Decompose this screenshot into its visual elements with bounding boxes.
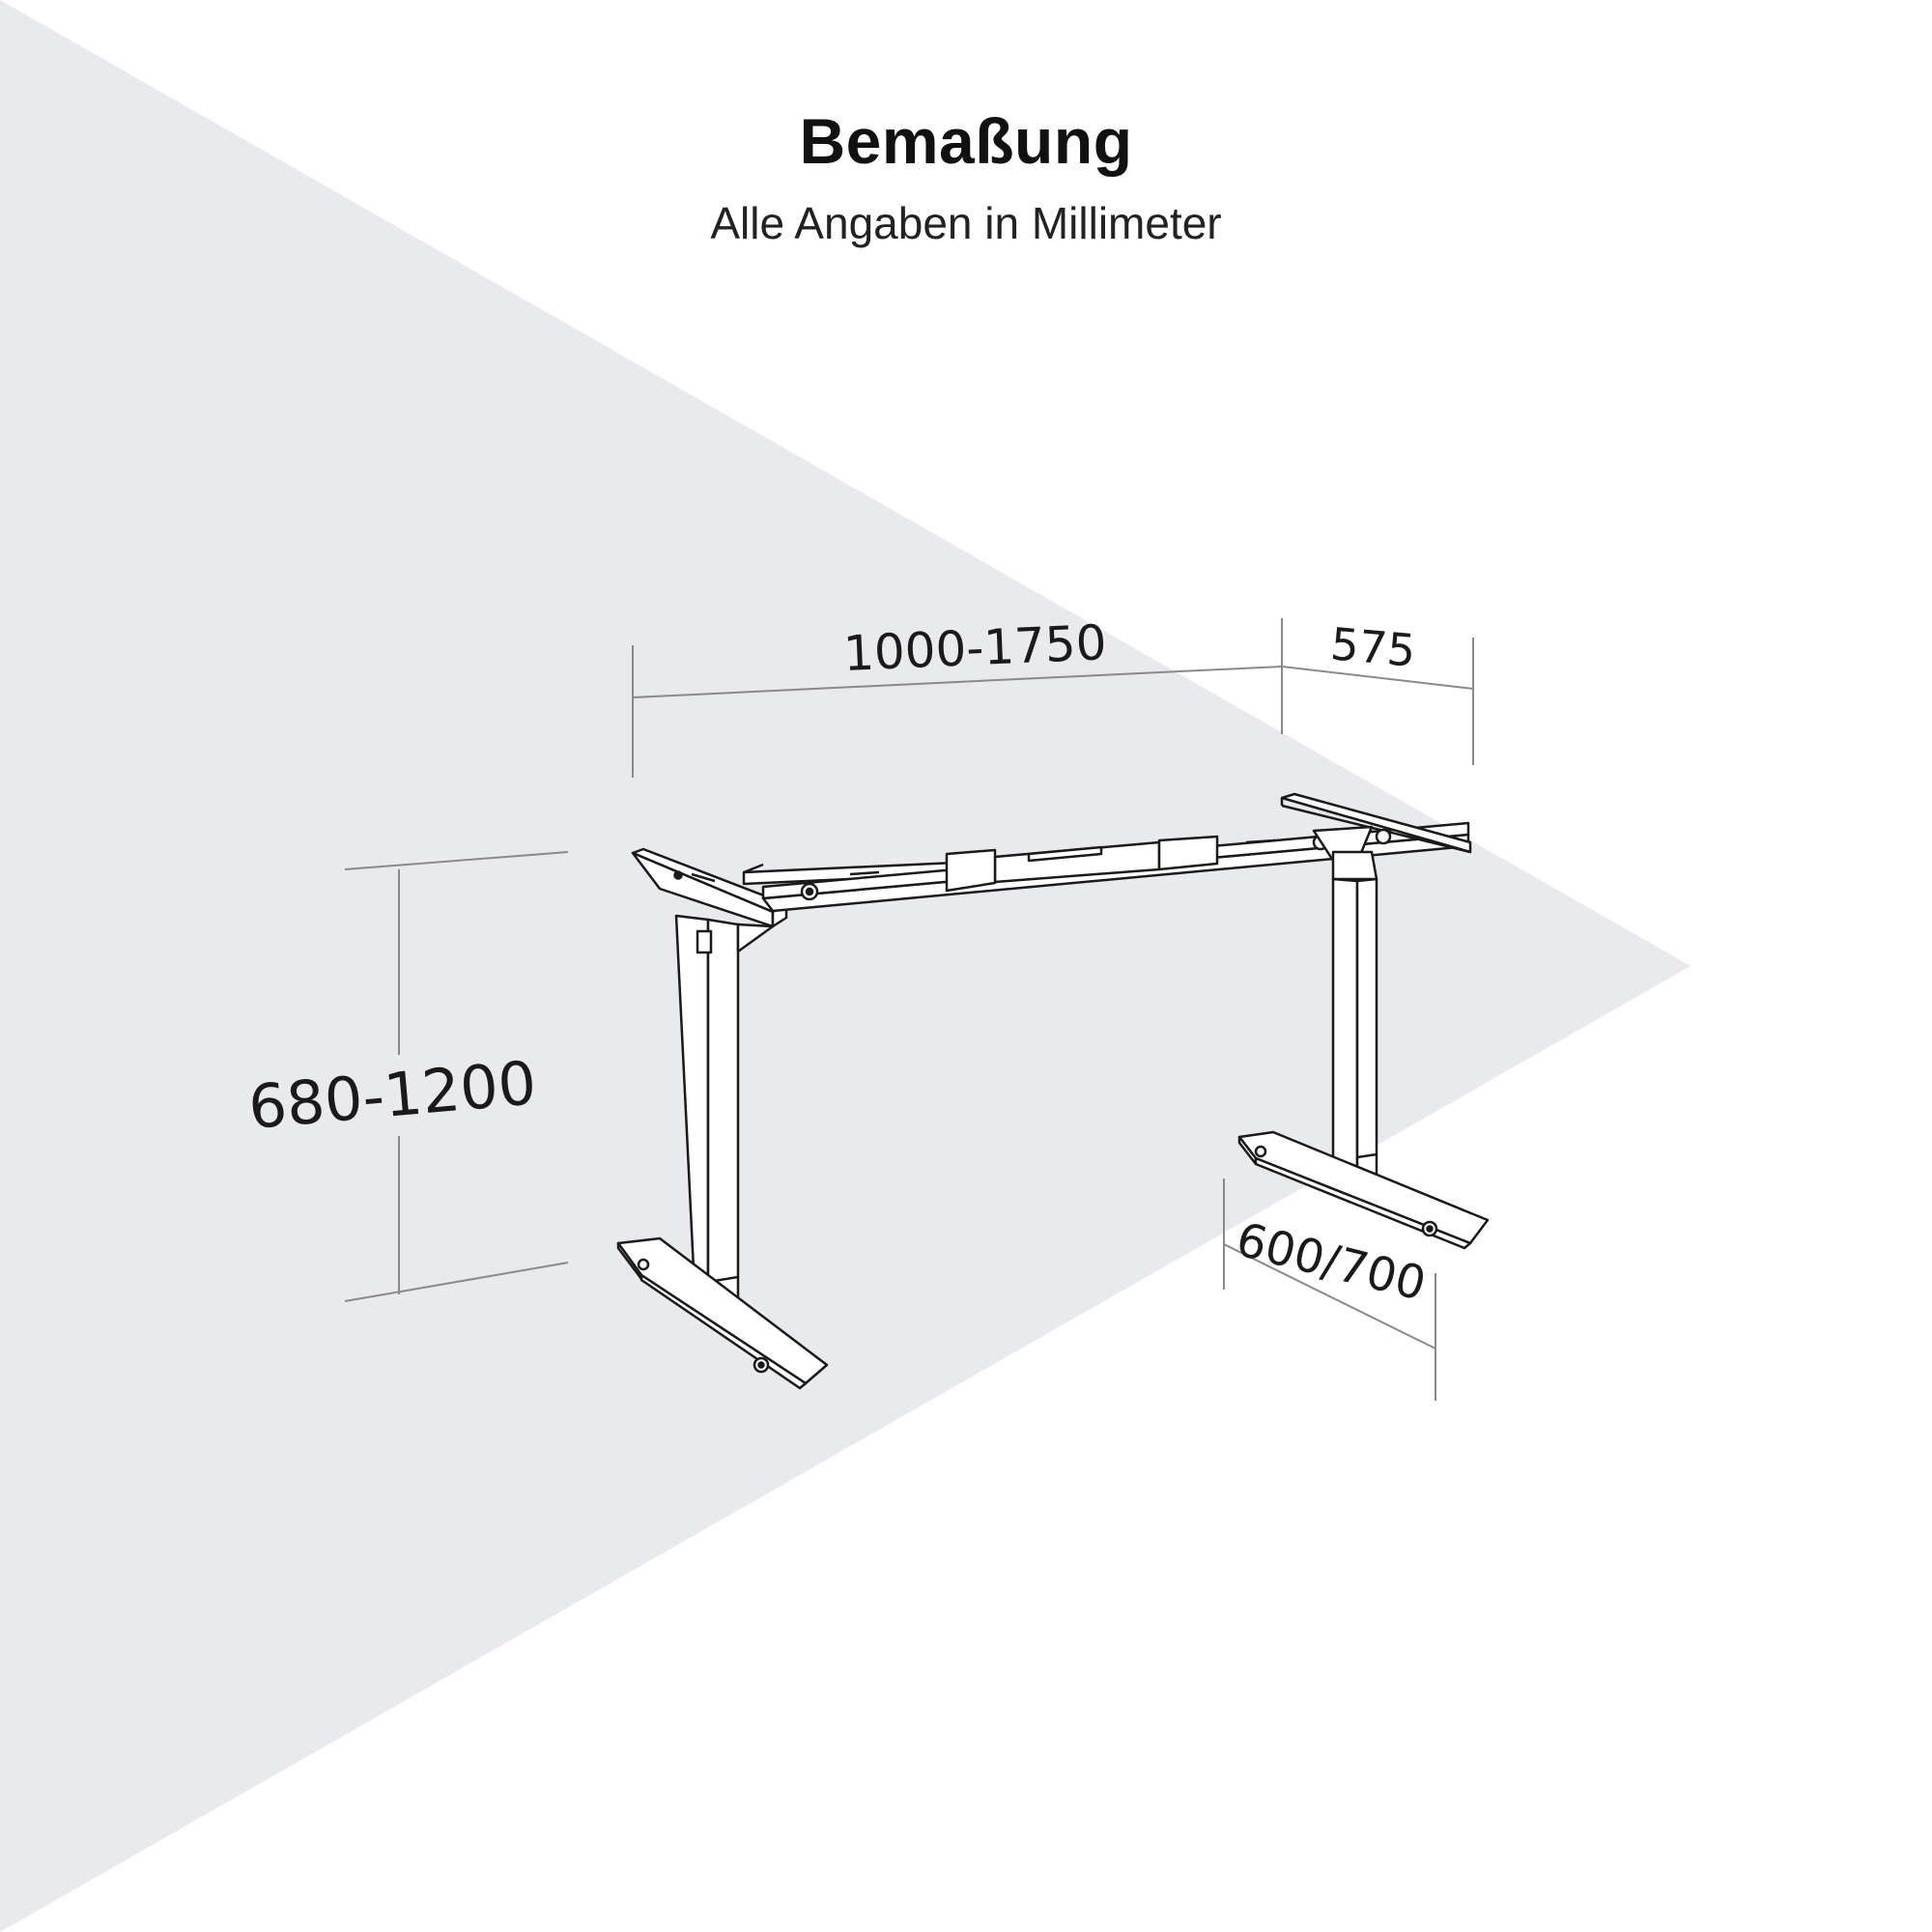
- dimension-width-label: 1000-1750: [842, 614, 1108, 682]
- background-triangle: [0, 0, 1690, 1932]
- right-foot: [1237, 1130, 1490, 1250]
- dimension-lines: [344, 618, 1474, 1401]
- left-foot: [616, 1236, 829, 1390]
- page-title: Bemaßung: [799, 105, 1133, 177]
- dimension-depth-top-label: 575: [1328, 617, 1417, 676]
- desk-frame-drawing: [616, 792, 1490, 1390]
- right-leg-column: [1331, 850, 1378, 1182]
- top-crossbar: [742, 821, 1470, 913]
- page-subtitle: Alle Angaben in Millimeter: [710, 198, 1222, 248]
